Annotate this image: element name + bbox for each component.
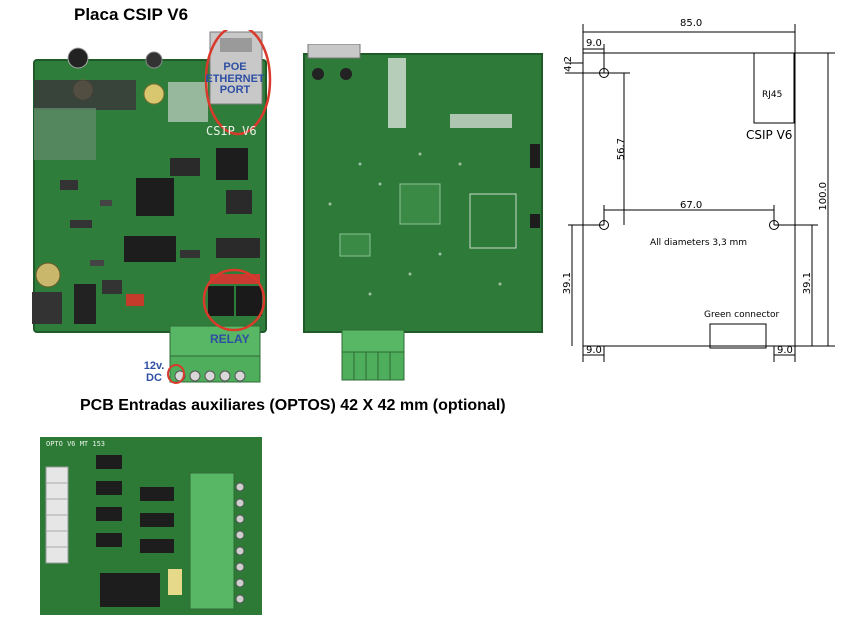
- drawing-svg: [565, 24, 835, 362]
- board-front-photo: [30, 24, 280, 390]
- terminal-block-front: [169, 325, 261, 357]
- dim-offset-left-top: 9.0: [586, 38, 602, 49]
- dim-height: 100.0: [818, 182, 829, 211]
- board-front-svg: [32, 24, 272, 384]
- dim-bottom-offset-left: 9.0: [586, 345, 602, 356]
- green-connector-outline: [709, 323, 767, 349]
- dim-bottom-left: 39.1: [562, 272, 573, 295]
- relay-label: RELAY: [210, 332, 250, 346]
- green-connector-label: Green connector: [704, 310, 780, 320]
- relay-1: [208, 286, 234, 316]
- dim-vertical-spacing: 56.7: [616, 138, 627, 161]
- main-chip: [136, 178, 174, 216]
- optos-silk-text: OPTO V6 MT 153: [46, 440, 106, 448]
- poe-port-label: POE ETHERNET PORT: [205, 61, 265, 97]
- board-back-photo: [300, 43, 550, 384]
- board-outline: [582, 52, 796, 347]
- dim-bottom-offset-right: 9.0: [777, 345, 793, 356]
- relay-callout-ellipse: [202, 268, 266, 332]
- dim-bottom-right: 39.1: [802, 272, 813, 295]
- drawing-board-name: CSIP V6: [746, 128, 793, 142]
- optos-board-svg: [40, 437, 262, 615]
- diameters-note: All diameters 3,3 mm: [650, 238, 748, 248]
- power-callout-ellipse: [167, 364, 185, 384]
- board-silk-text: CSIP V6: [206, 124, 257, 138]
- optos-title: PCB Entradas auxiliares (OPTOS) 42 X 42 …: [80, 397, 506, 414]
- dim-width: 85.0: [680, 18, 703, 29]
- dim-offset-top: 4.2: [563, 56, 574, 72]
- dim-hole-spacing: 67.0: [680, 200, 703, 211]
- power-label: 12v. DC: [143, 360, 165, 384]
- rj45-label: RJ45: [762, 90, 783, 100]
- board-back-svg: [303, 43, 543, 381]
- rj45-outline: [753, 52, 795, 124]
- relay-2: [236, 286, 262, 316]
- dimension-drawing: 85.0 9.0 4.2 RJ45 CSIP V6 56.7 67.0 All …: [560, 10, 860, 370]
- optos-board-photo: [40, 437, 262, 615]
- board-title: Placa CSIP V6: [74, 5, 189, 24]
- terminal-block-back: [341, 329, 405, 353]
- optos-terminal-block: [189, 472, 235, 610]
